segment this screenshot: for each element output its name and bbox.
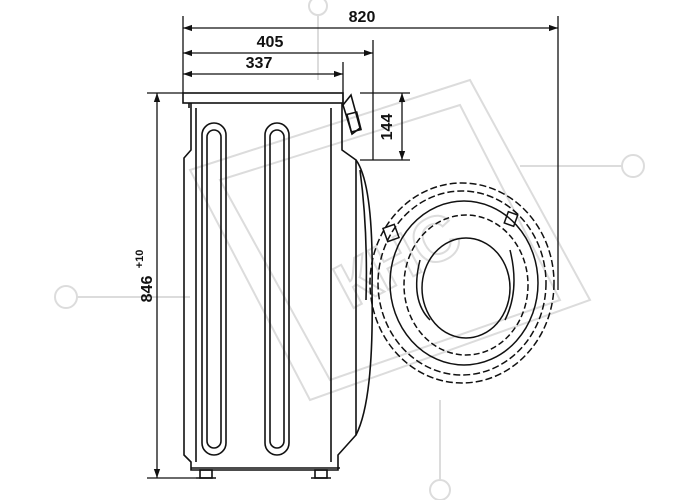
dim-405-label: 405 [257,34,284,51]
dim-846-tolerance: +10 [134,250,146,269]
dimension-labels: 820 405 337 144 846 +10 [134,9,396,302]
machine-body [182,92,373,479]
side-panel-ribs [201,122,290,456]
open-door [369,182,555,384]
watermark-text: КНС [323,197,473,322]
dim-337-label: 337 [246,55,273,72]
dim-820-label: 820 [349,9,376,26]
dimension-lines [147,16,559,479]
dim-846-label: 846 [139,276,156,303]
dim-144-label: 144 [379,114,396,141]
